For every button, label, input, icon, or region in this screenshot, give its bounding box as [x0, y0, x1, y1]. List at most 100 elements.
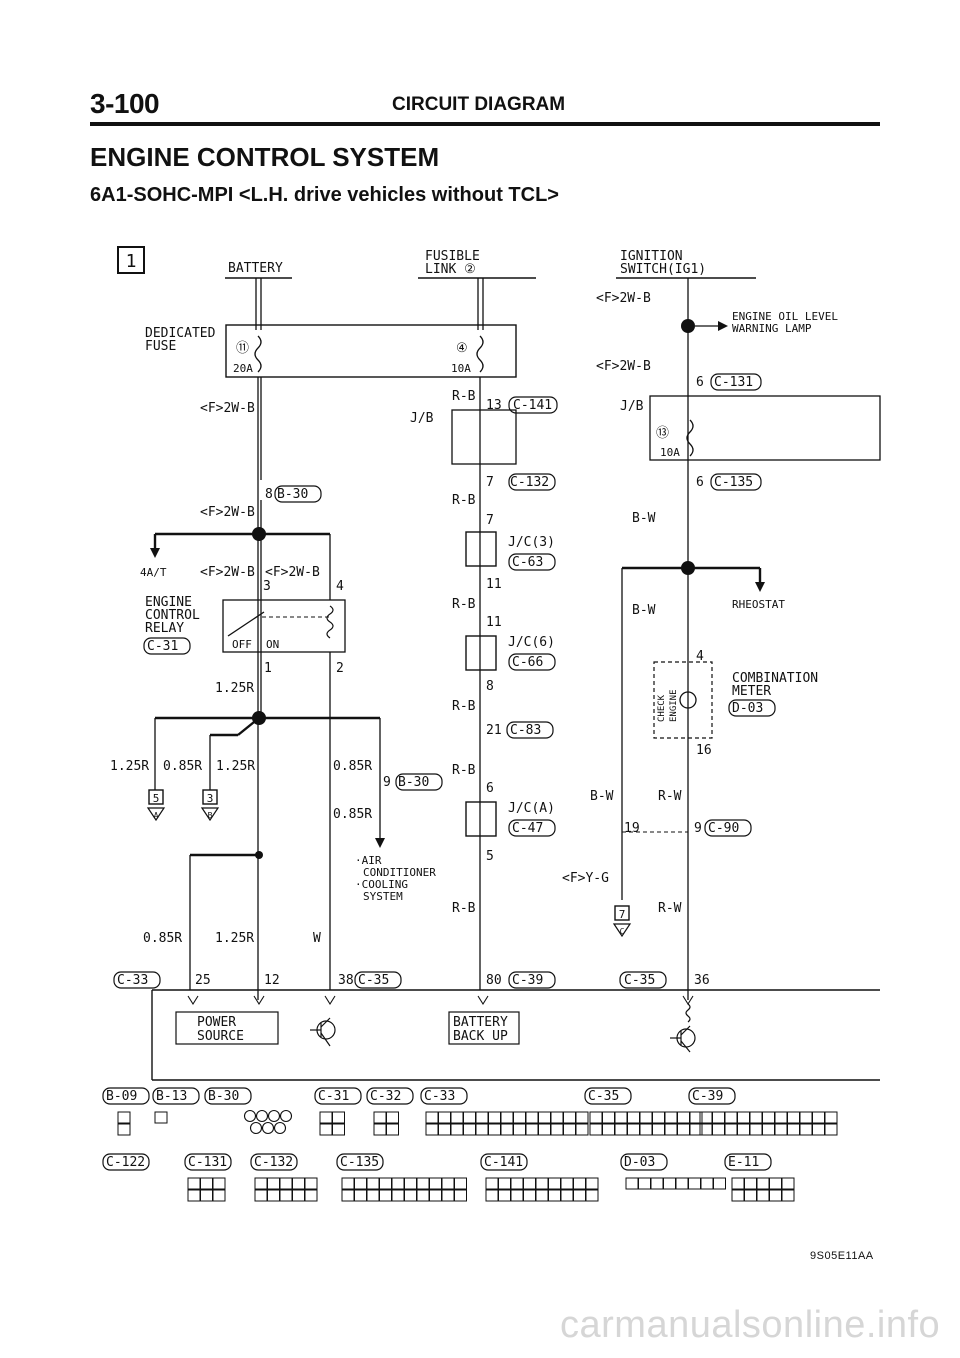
wire-125r-3: 1.25R: [216, 759, 255, 774]
connector-view-tag: [152, 1087, 200, 1105]
connector-pin-cell: [560, 1189, 574, 1202]
connector-pin-round: [261, 1121, 275, 1135]
connector-pin-round: [279, 1109, 293, 1123]
pin-80: 80: [486, 973, 502, 988]
connector-pin-cell: [589, 1111, 603, 1124]
wire-rb-1: R-B: [452, 389, 476, 404]
connector-pin-cell: [713, 1177, 726, 1190]
connector-pin-cell: [769, 1177, 782, 1190]
connector-pin-cell: [341, 1177, 355, 1190]
connector-c141: C-141: [513, 398, 552, 413]
connector-pin-cell: [689, 1123, 703, 1136]
connector-pin-round: [255, 1109, 269, 1123]
connector-pin-cell: [812, 1111, 825, 1124]
pin-9b: 9: [694, 821, 702, 836]
connector-pin-cell: [154, 1111, 168, 1124]
connector-pin-cell: [614, 1123, 628, 1136]
jc6-label: J/C(6): [508, 635, 555, 650]
connector-view-name: E-11: [728, 1155, 759, 1170]
ac-label-4: SYSTEM: [363, 890, 403, 903]
connector-pin-cell: [787, 1111, 800, 1124]
check-engine-label-2: ENGINE: [669, 689, 679, 722]
connector-pin-cell: [485, 1189, 499, 1202]
connector-view-tag: [314, 1087, 362, 1105]
connector-pin-cell: [254, 1177, 268, 1190]
connector-pin-cell: [319, 1123, 333, 1136]
connector-pin-cell: [454, 1177, 467, 1190]
pin-11a: 11: [486, 577, 502, 592]
connector-pin-cell: [824, 1111, 838, 1124]
connector-pin-cell: [663, 1177, 676, 1190]
wire-085r-3: 0.85R: [333, 807, 372, 822]
jb-box-middle: [451, 409, 517, 465]
ac-label-1: ·AIR: [355, 854, 382, 867]
connector-pin-cell: [575, 1123, 589, 1136]
connector-view-tag: [420, 1087, 468, 1105]
pin-36: 36: [694, 973, 710, 988]
battery-backup-label-2: BACK UP: [453, 1029, 508, 1044]
connector-view-name: C-33: [424, 1089, 455, 1104]
wire-bw-3: B-W: [590, 789, 614, 804]
connector-pin-cell: [267, 1177, 280, 1190]
engine-control-relay-box: [222, 599, 346, 653]
oil-lamp-label-2: WARNING LAMP: [732, 322, 812, 335]
connector-pin-cell: [463, 1111, 476, 1124]
connector-pin-cell: [652, 1123, 665, 1136]
pin-9: 9: [383, 775, 391, 790]
connector-pin-cell: [756, 1189, 770, 1202]
connector-pin-cell: [689, 1111, 703, 1124]
wire-bw-1: B-W: [632, 511, 656, 526]
connector-pin-cell: [664, 1123, 678, 1136]
pin-2: 2: [336, 661, 344, 676]
connector-pin-cell: [675, 1177, 689, 1190]
connector-c132: C-132: [510, 475, 549, 490]
connector-view-name: D-03: [624, 1155, 655, 1170]
connector-pin-cell: [332, 1111, 345, 1124]
connector-pin-cell: [535, 1189, 549, 1202]
section-subtitle: 6A1-SOHC-MPI <L.H. drive vehicles withou…: [90, 184, 559, 206]
connector-pin-cell: [724, 1111, 738, 1124]
wire-f2wb-3: <F>2W-B: [200, 565, 255, 580]
wire-085r-2: 0.85R: [333, 759, 372, 774]
connector-pin-cell: [319, 1111, 333, 1124]
connector-pin-cell: [589, 1123, 603, 1136]
connector-pin-cell: [441, 1177, 455, 1190]
connector-pin-cell: [500, 1111, 514, 1124]
connector-view-tag: [102, 1153, 150, 1171]
connector-pin-cell: [441, 1189, 455, 1202]
connector-pin-cell: [787, 1123, 800, 1136]
connector-pin-round: [249, 1121, 263, 1135]
connector-c83: C-83: [510, 723, 541, 738]
connector-view-name: C-35: [588, 1089, 619, 1104]
pin-6b: 6: [696, 475, 704, 490]
connector-pin-cell: [373, 1111, 387, 1124]
connector-pin-cell: [639, 1123, 653, 1136]
connector-pin-cell: [575, 1111, 589, 1124]
connector-pin-cell: [267, 1189, 280, 1202]
power-source-label-2: SOURCE: [197, 1029, 244, 1044]
pin-5: 5: [486, 849, 494, 864]
connector-pin-cell: [304, 1177, 318, 1190]
oil-lamp-label-1: ENGINE OIL LEVEL: [732, 310, 838, 323]
connector-pin-cell: [756, 1177, 770, 1190]
connector-pin-cell: [438, 1111, 451, 1124]
connector-pin-cell: [292, 1189, 305, 1202]
jc6-box: [465, 635, 497, 671]
connector-pin-cell: [688, 1177, 701, 1190]
ignition-switch-label: IGNITION: [620, 249, 683, 264]
connector-view-name: C-31: [318, 1089, 349, 1104]
connector-pin-cell: [774, 1111, 788, 1124]
connector-pin-cell: [523, 1189, 536, 1202]
ref-3: 3: [207, 792, 214, 805]
wire-bw-2: B-W: [632, 603, 656, 618]
connector-pin-cell: [332, 1123, 345, 1136]
connector-pin-cell: [824, 1123, 838, 1136]
connector-view-name: C-131: [188, 1155, 227, 1170]
ref-5: 5: [153, 792, 160, 805]
connector-view-name: B-09: [106, 1089, 137, 1104]
connector-pin-cell: [625, 1177, 639, 1190]
pin-4: 4: [336, 579, 344, 594]
connector-pin-cell: [774, 1123, 788, 1136]
connector-c31: C-31: [147, 639, 178, 654]
combination-meter-box: [653, 661, 713, 739]
